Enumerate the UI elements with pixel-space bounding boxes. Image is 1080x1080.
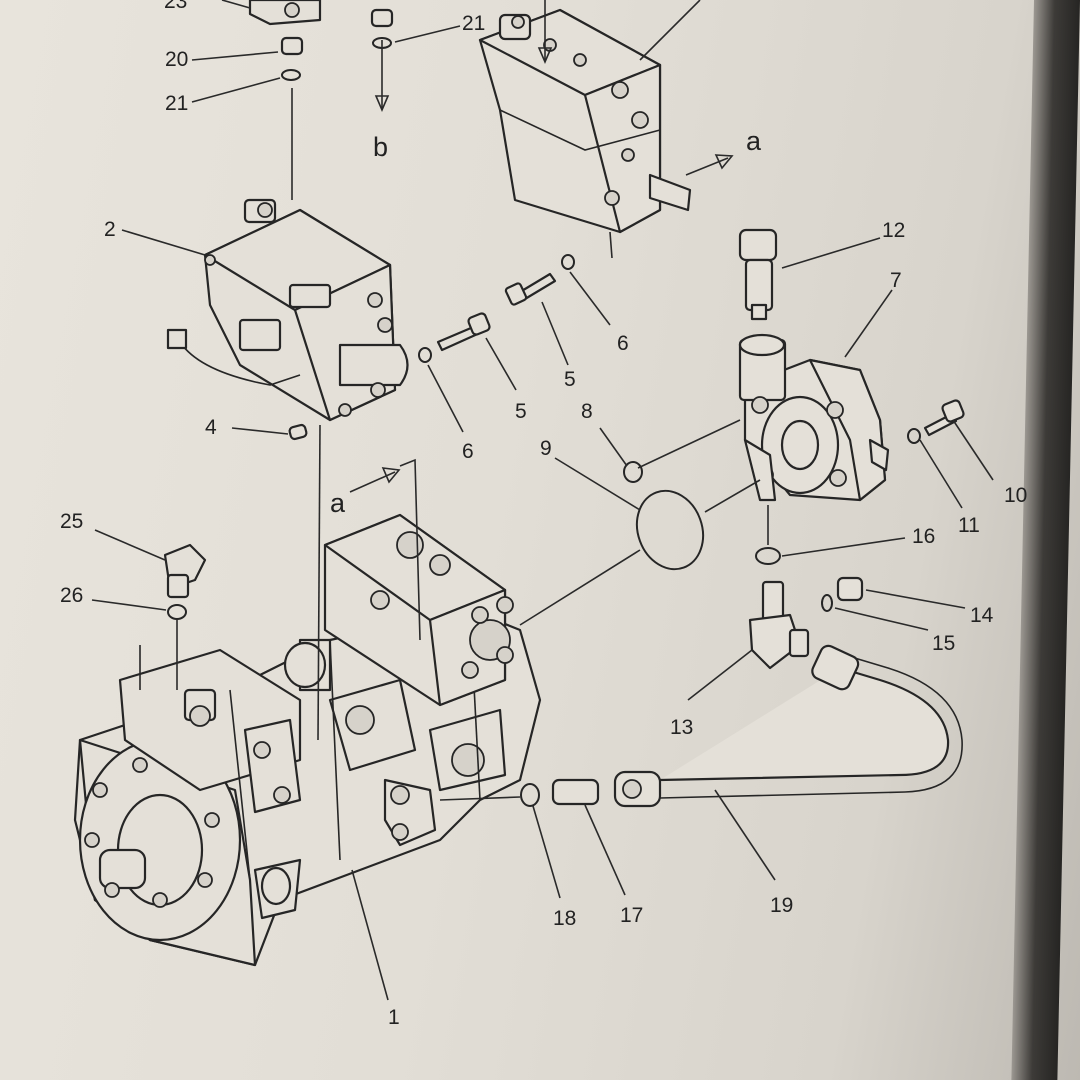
- reference-b: b: [373, 132, 388, 162]
- callout-21-left: 21: [165, 92, 188, 115]
- callout-14: 14: [970, 604, 994, 627]
- control-valve-upper: [478, 8, 692, 234]
- callout-15: 15: [932, 632, 955, 655]
- callout-20: 20: [165, 48, 188, 71]
- main-pump-assembly: [73, 608, 542, 967]
- pump-upper-valve-block: [323, 513, 514, 707]
- leader-lines: [91, 0, 994, 1001]
- callout-21-right: 21: [462, 12, 485, 35]
- callout-9: 9: [540, 437, 552, 460]
- top-left-fittings: [248, 0, 394, 81]
- callout-4: 4: [205, 416, 217, 439]
- callout-26: 26: [60, 584, 83, 607]
- callout-25: 25: [60, 510, 83, 533]
- callout-7: 7: [890, 269, 902, 292]
- reference-a-left: a: [330, 488, 346, 518]
- regulator-valve: [166, 198, 409, 422]
- callout-10: 10: [1004, 484, 1027, 507]
- callout-11: 11: [958, 514, 980, 537]
- callout-6-right: 6: [617, 332, 629, 355]
- elbow-fitting: [163, 543, 207, 599]
- reference-arrows: [349, 0, 734, 641]
- callout-8: 8: [581, 400, 593, 423]
- callout-5-right: 5: [564, 368, 576, 391]
- o-rings: [167, 461, 833, 807]
- bolts-and-washers: [288, 254, 965, 444]
- callout-1: 1: [388, 1006, 400, 1029]
- callout-18: 18: [553, 907, 576, 930]
- callout-19: 19: [770, 894, 793, 917]
- reference-a-top: a: [746, 126, 762, 156]
- reference-letters: a a b: [330, 126, 762, 518]
- callout-16: 16: [912, 525, 935, 548]
- relief-valve: [738, 228, 778, 321]
- callout-5-left: 5: [515, 400, 527, 423]
- tee-fitting: [748, 576, 864, 670]
- gear-pump-housing: [738, 333, 890, 502]
- hose-assembly: [551, 644, 963, 808]
- callout-2: 2: [104, 218, 116, 241]
- callout-numbers: 23 20 21 21 2 4 6 5 5 6 12 7 8 9 10 11 1…: [60, 0, 1027, 1029]
- callout-17: 17: [620, 904, 643, 927]
- callout-23: 23: [164, 0, 187, 13]
- callout-12: 12: [882, 219, 905, 242]
- callout-13: 13: [670, 716, 693, 739]
- callout-6-left: 6: [462, 440, 474, 463]
